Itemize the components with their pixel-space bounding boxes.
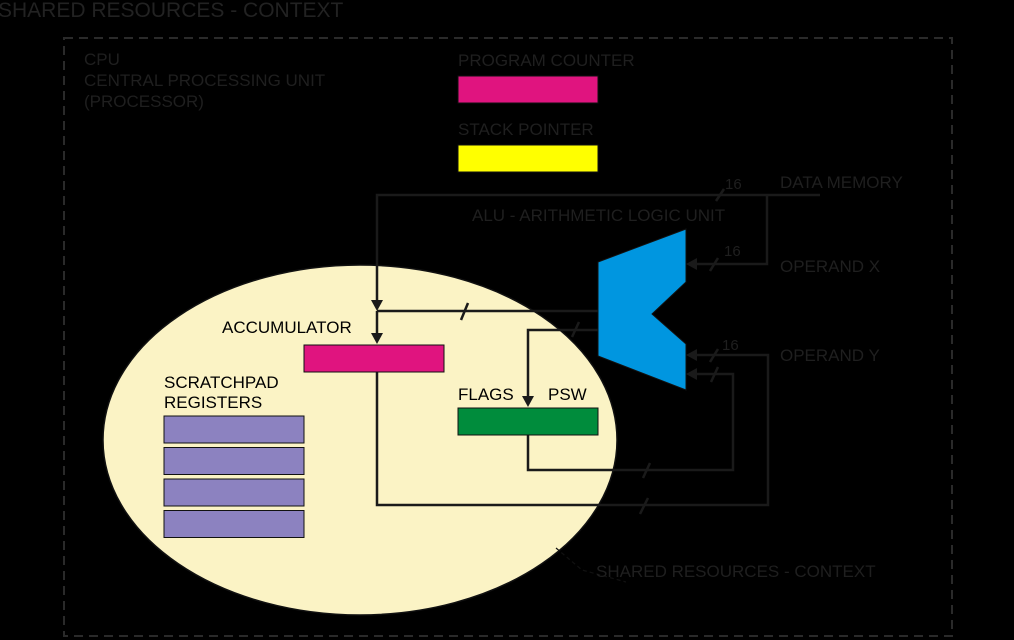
stack-pointer-register <box>457 144 599 173</box>
operand-y-width: 16 <box>722 337 739 354</box>
flags-feedback-bus <box>526 372 735 472</box>
flags-register <box>457 407 599 436</box>
operand-x-label: OPERAND X <box>780 257 880 276</box>
diagram-title: SHARED RESOURCES - CONTEXT <box>0 0 344 22</box>
operand-x-width: 16 <box>724 243 741 260</box>
operand-y-width-tick <box>708 348 720 363</box>
accumulator-bus-tick <box>459 302 470 321</box>
data-memory-arrow-icon <box>371 300 383 311</box>
flags-feedback-arrow-icon <box>686 368 697 380</box>
operand-x-bus <box>694 195 769 266</box>
cpu-boundary <box>63 37 953 637</box>
operand-y-return-tick <box>638 497 650 515</box>
data-memory-bus-width-tick <box>714 188 726 202</box>
accumulator-label: ACCUMULATOR <box>222 318 352 337</box>
cpu-label-line2: CENTRAL PROCESSING UNIT <box>84 71 325 90</box>
scratchpad-register <box>163 447 305 475</box>
flags-arrow-icon <box>522 396 534 407</box>
context-label: SHARED RESOURCES - CONTEXT <box>596 562 876 581</box>
operand-y-arrow-icon <box>686 349 697 361</box>
scratchpad-register <box>163 478 305 507</box>
program-counter-register <box>457 75 599 104</box>
cpu-label-line3: (PROCESSOR) <box>84 92 204 111</box>
flags-feedback-tick-lower <box>641 462 652 479</box>
scratchpad-registers <box>163 415 305 538</box>
alu-to-flags-tick <box>570 321 581 338</box>
scratchpad-register <box>163 510 305 538</box>
psw-label: PSW <box>548 385 587 404</box>
flags-label: FLAGS <box>458 385 514 404</box>
accumulator-arrow-icon <box>371 333 383 344</box>
alu-label: ALU - ARITHMETIC LOGIC UNIT <box>472 206 725 225</box>
data-memory-label: DATA MEMORY <box>780 173 903 192</box>
program-counter-label: PROGRAM COUNTER <box>458 51 635 70</box>
operand-y-bus <box>375 353 770 507</box>
scratchpad-register <box>163 415 305 444</box>
flags-feedback-tick-upper <box>709 366 720 383</box>
operand-x-arrow-icon <box>686 258 697 270</box>
stack-pointer-label: STACK POINTER <box>458 120 594 139</box>
data-memory-bus <box>375 193 820 302</box>
scratchpad-label-line2: REGISTERS <box>164 393 262 412</box>
operand-y-label: OPERAND Y <box>780 346 880 365</box>
data-memory-width: 16 <box>725 176 742 193</box>
alu-block <box>597 228 687 391</box>
cpu-label-line1: CPU <box>84 50 120 69</box>
scratchpad-label-line1: SCRATCHPAD <box>164 373 279 392</box>
context-callout-line <box>555 547 627 583</box>
operand-x-width-tick <box>708 257 720 272</box>
accumulator-register <box>303 344 445 373</box>
